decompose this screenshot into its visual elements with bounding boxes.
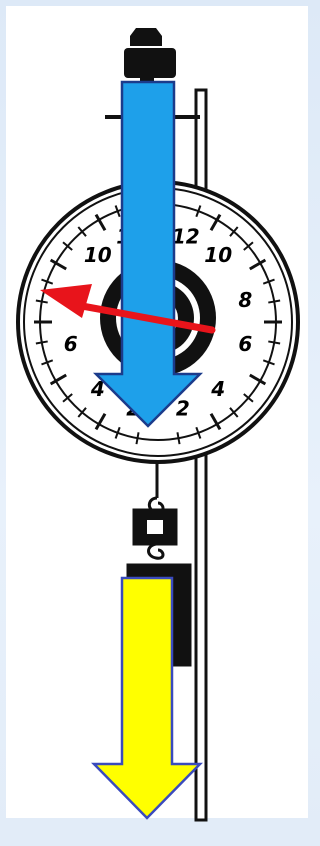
dial-tick bbox=[209, 213, 222, 231]
dial-tick bbox=[229, 407, 239, 418]
dial-tick bbox=[249, 258, 267, 271]
dial-tick bbox=[262, 359, 275, 366]
dial-tick bbox=[195, 426, 202, 439]
dial-tick bbox=[262, 278, 275, 285]
dial-label-right-6: 6 bbox=[238, 332, 252, 356]
dial-tick bbox=[135, 432, 140, 445]
dial-tick bbox=[41, 278, 54, 285]
dial-tick bbox=[195, 205, 202, 218]
dial-label-right-8: 8 bbox=[238, 288, 252, 312]
dial-tick bbox=[249, 373, 267, 386]
dial-tick bbox=[62, 241, 73, 251]
dial-label-right-2: 2 bbox=[176, 397, 190, 421]
dial-tick bbox=[243, 393, 254, 403]
dial-tick bbox=[114, 205, 121, 218]
dial-tick bbox=[41, 359, 54, 366]
dial-tick bbox=[209, 413, 222, 431]
dial-tick bbox=[94, 213, 107, 231]
dial-label-left-4: 4 bbox=[90, 377, 105, 401]
dial-tick bbox=[268, 299, 281, 304]
weight-arrow bbox=[91, 576, 203, 820]
dial-label-left-6: 6 bbox=[64, 332, 78, 356]
dial-label-right-4: 4 bbox=[210, 377, 225, 401]
dial-tick bbox=[77, 407, 87, 418]
dial-label-right-12: 12 bbox=[172, 224, 200, 248]
dial-tick bbox=[243, 241, 254, 251]
dial-tick bbox=[176, 432, 181, 445]
dial-ticks bbox=[34, 205, 282, 445]
dial-tick bbox=[49, 373, 67, 386]
dial-tick bbox=[268, 340, 281, 345]
dial-label-left-10: 10 bbox=[84, 243, 112, 267]
dial-needle bbox=[40, 284, 216, 334]
dial-label-right-10: 10 bbox=[204, 243, 232, 267]
dial-tick bbox=[229, 226, 239, 237]
dial-tick bbox=[114, 426, 121, 439]
dial-tick bbox=[62, 393, 73, 403]
dial-tick bbox=[94, 413, 107, 431]
applied-force-arrow bbox=[92, 80, 204, 428]
dial-tick bbox=[77, 226, 87, 237]
dial-tick bbox=[35, 299, 48, 304]
dial-tick bbox=[35, 340, 48, 345]
dial-tick bbox=[49, 258, 67, 271]
